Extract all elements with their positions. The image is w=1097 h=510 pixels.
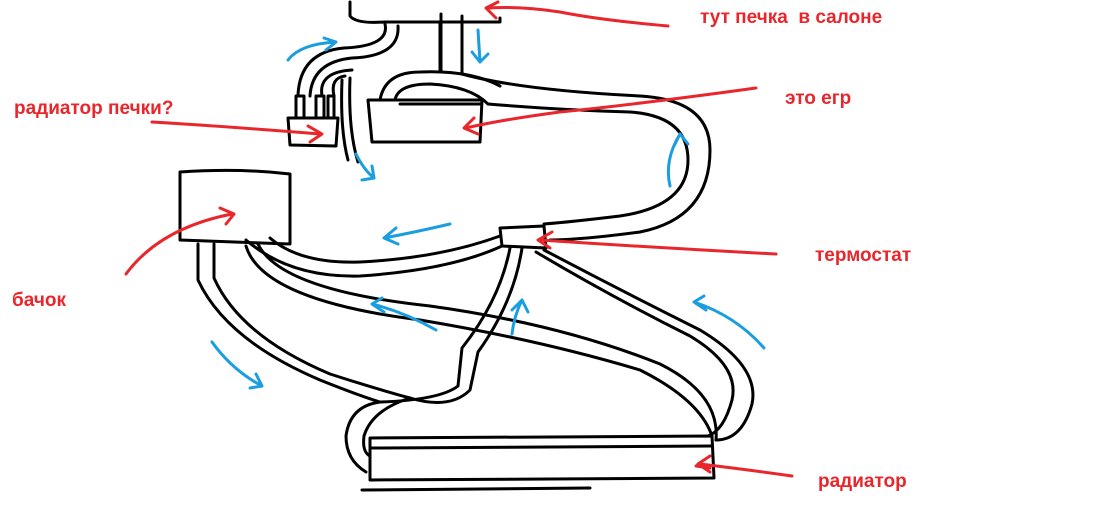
heater-core-tube-1 (294, 94, 306, 120)
flow-arrow-heater-down (470, 28, 490, 64)
egr-loop-inner (486, 102, 690, 226)
radiator-bottom-line (360, 486, 592, 492)
heater-pipe-top-right (383, 20, 442, 72)
egr-body (366, 98, 484, 144)
label-radiator: радиатор (818, 471, 907, 492)
pointer-radiator-lead (694, 462, 712, 470)
heater-core-return-1 (340, 78, 350, 162)
egr-inlet-tube-2 (393, 82, 490, 106)
flow-arrow-core-down (354, 152, 376, 182)
egr-loop-outer (460, 72, 712, 242)
flow-arrow-tank-down (210, 340, 264, 390)
tank-down-hose-1 (196, 242, 382, 404)
heater-core-line-4 (331, 74, 347, 98)
thermostat-body (498, 224, 548, 250)
radiator-inlet-curl-2 (362, 396, 412, 458)
flow-arrow-thermo-up (510, 298, 530, 336)
tank-thermo-hose-2 (244, 238, 504, 278)
pointer-tank (124, 206, 236, 276)
heater-core-line-1 (296, 22, 387, 97)
flow-arrow-to-tank (382, 222, 452, 246)
thermo-right-hose-1 (542, 248, 755, 442)
label-heater-cabin: тут печка в салоне (700, 7, 883, 28)
heater-pipe-top-left (348, 0, 387, 24)
flow-arrow-egr-loop (666, 132, 690, 188)
flow-arrow-right-up (692, 294, 766, 350)
tank-thermo-hose-1 (268, 234, 502, 264)
pointer-heater-cabin (484, 0, 670, 28)
heater-core-return-2 (348, 76, 360, 164)
heater-core-line-2 (308, 24, 400, 98)
radiator-body (368, 434, 716, 482)
label-thermostat: термостат (815, 245, 912, 266)
pointer-egr (462, 86, 758, 136)
heater-core-tube-2 (314, 94, 326, 120)
heater-pipe-top-right-2 (383, 16, 502, 24)
cross-hose-2 (256, 242, 718, 442)
heater-core-line-3 (320, 68, 354, 98)
tank-body (178, 168, 292, 246)
cross-hose-1 (244, 244, 714, 438)
label-heater-core: радиатор печки? (14, 98, 174, 119)
label-expansion-tank: бачок (12, 290, 66, 311)
flow-arrow-cross (370, 296, 438, 332)
radiator-inlet-curl-1 (344, 400, 382, 474)
tank-down-hose-2 (212, 242, 412, 400)
label-egr: это егр (785, 88, 852, 109)
pointer-heater-core (150, 120, 324, 144)
heater-core-tube-3 (326, 94, 336, 120)
flow-arrow-heater-up (286, 36, 338, 62)
thermo-right-hose-2 (534, 250, 735, 438)
radiator-top-line (370, 444, 714, 450)
pointer-thermostat (536, 230, 778, 256)
thermo-down-hose-2 (408, 246, 524, 404)
